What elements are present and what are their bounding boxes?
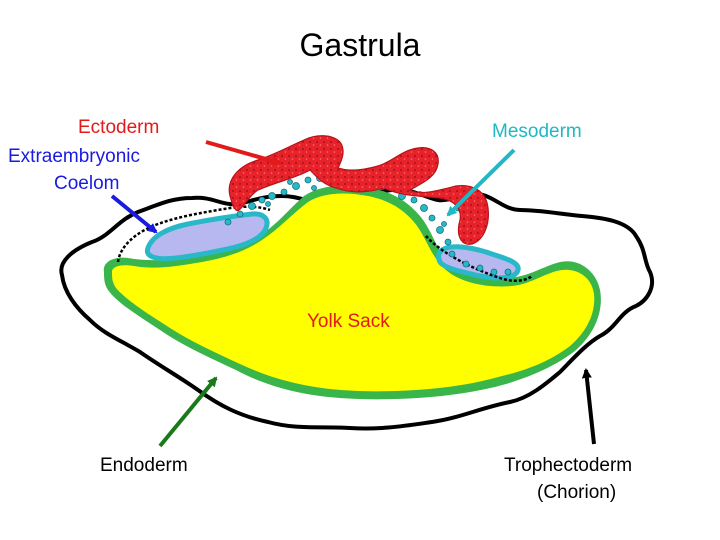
extraembryonic-coelom-left [144, 211, 270, 262]
mesoderm-arrow [446, 148, 516, 217]
extraembryonic-coelom-right [436, 244, 521, 281]
coelom-label-line2: Coelom [54, 173, 120, 194]
endoderm-label: Endoderm [100, 455, 188, 476]
diagram-title: Gastrula [299, 27, 421, 63]
yolk-sack [112, 193, 595, 392]
mesoderm-label: Mesoderm [492, 121, 582, 142]
coelom-arrow [110, 194, 158, 234]
trophectoderm-label-line1: Trophectoderm [504, 455, 633, 476]
ectoderm-label: Ectoderm [78, 117, 160, 138]
trophectoderm-label-line2: (Chorion) [537, 482, 617, 503]
coelom-outer-membrane-right [425, 235, 533, 282]
yolk-sack-label: Yolk Sack [307, 311, 390, 332]
ectoderm-arrow [205, 140, 282, 166]
endoderm-arrow [158, 376, 218, 448]
trophectoderm-arrow [581, 368, 596, 445]
coelom-label-line1: Extraembryonic [8, 146, 140, 167]
ectoderm-layer [228, 135, 489, 245]
